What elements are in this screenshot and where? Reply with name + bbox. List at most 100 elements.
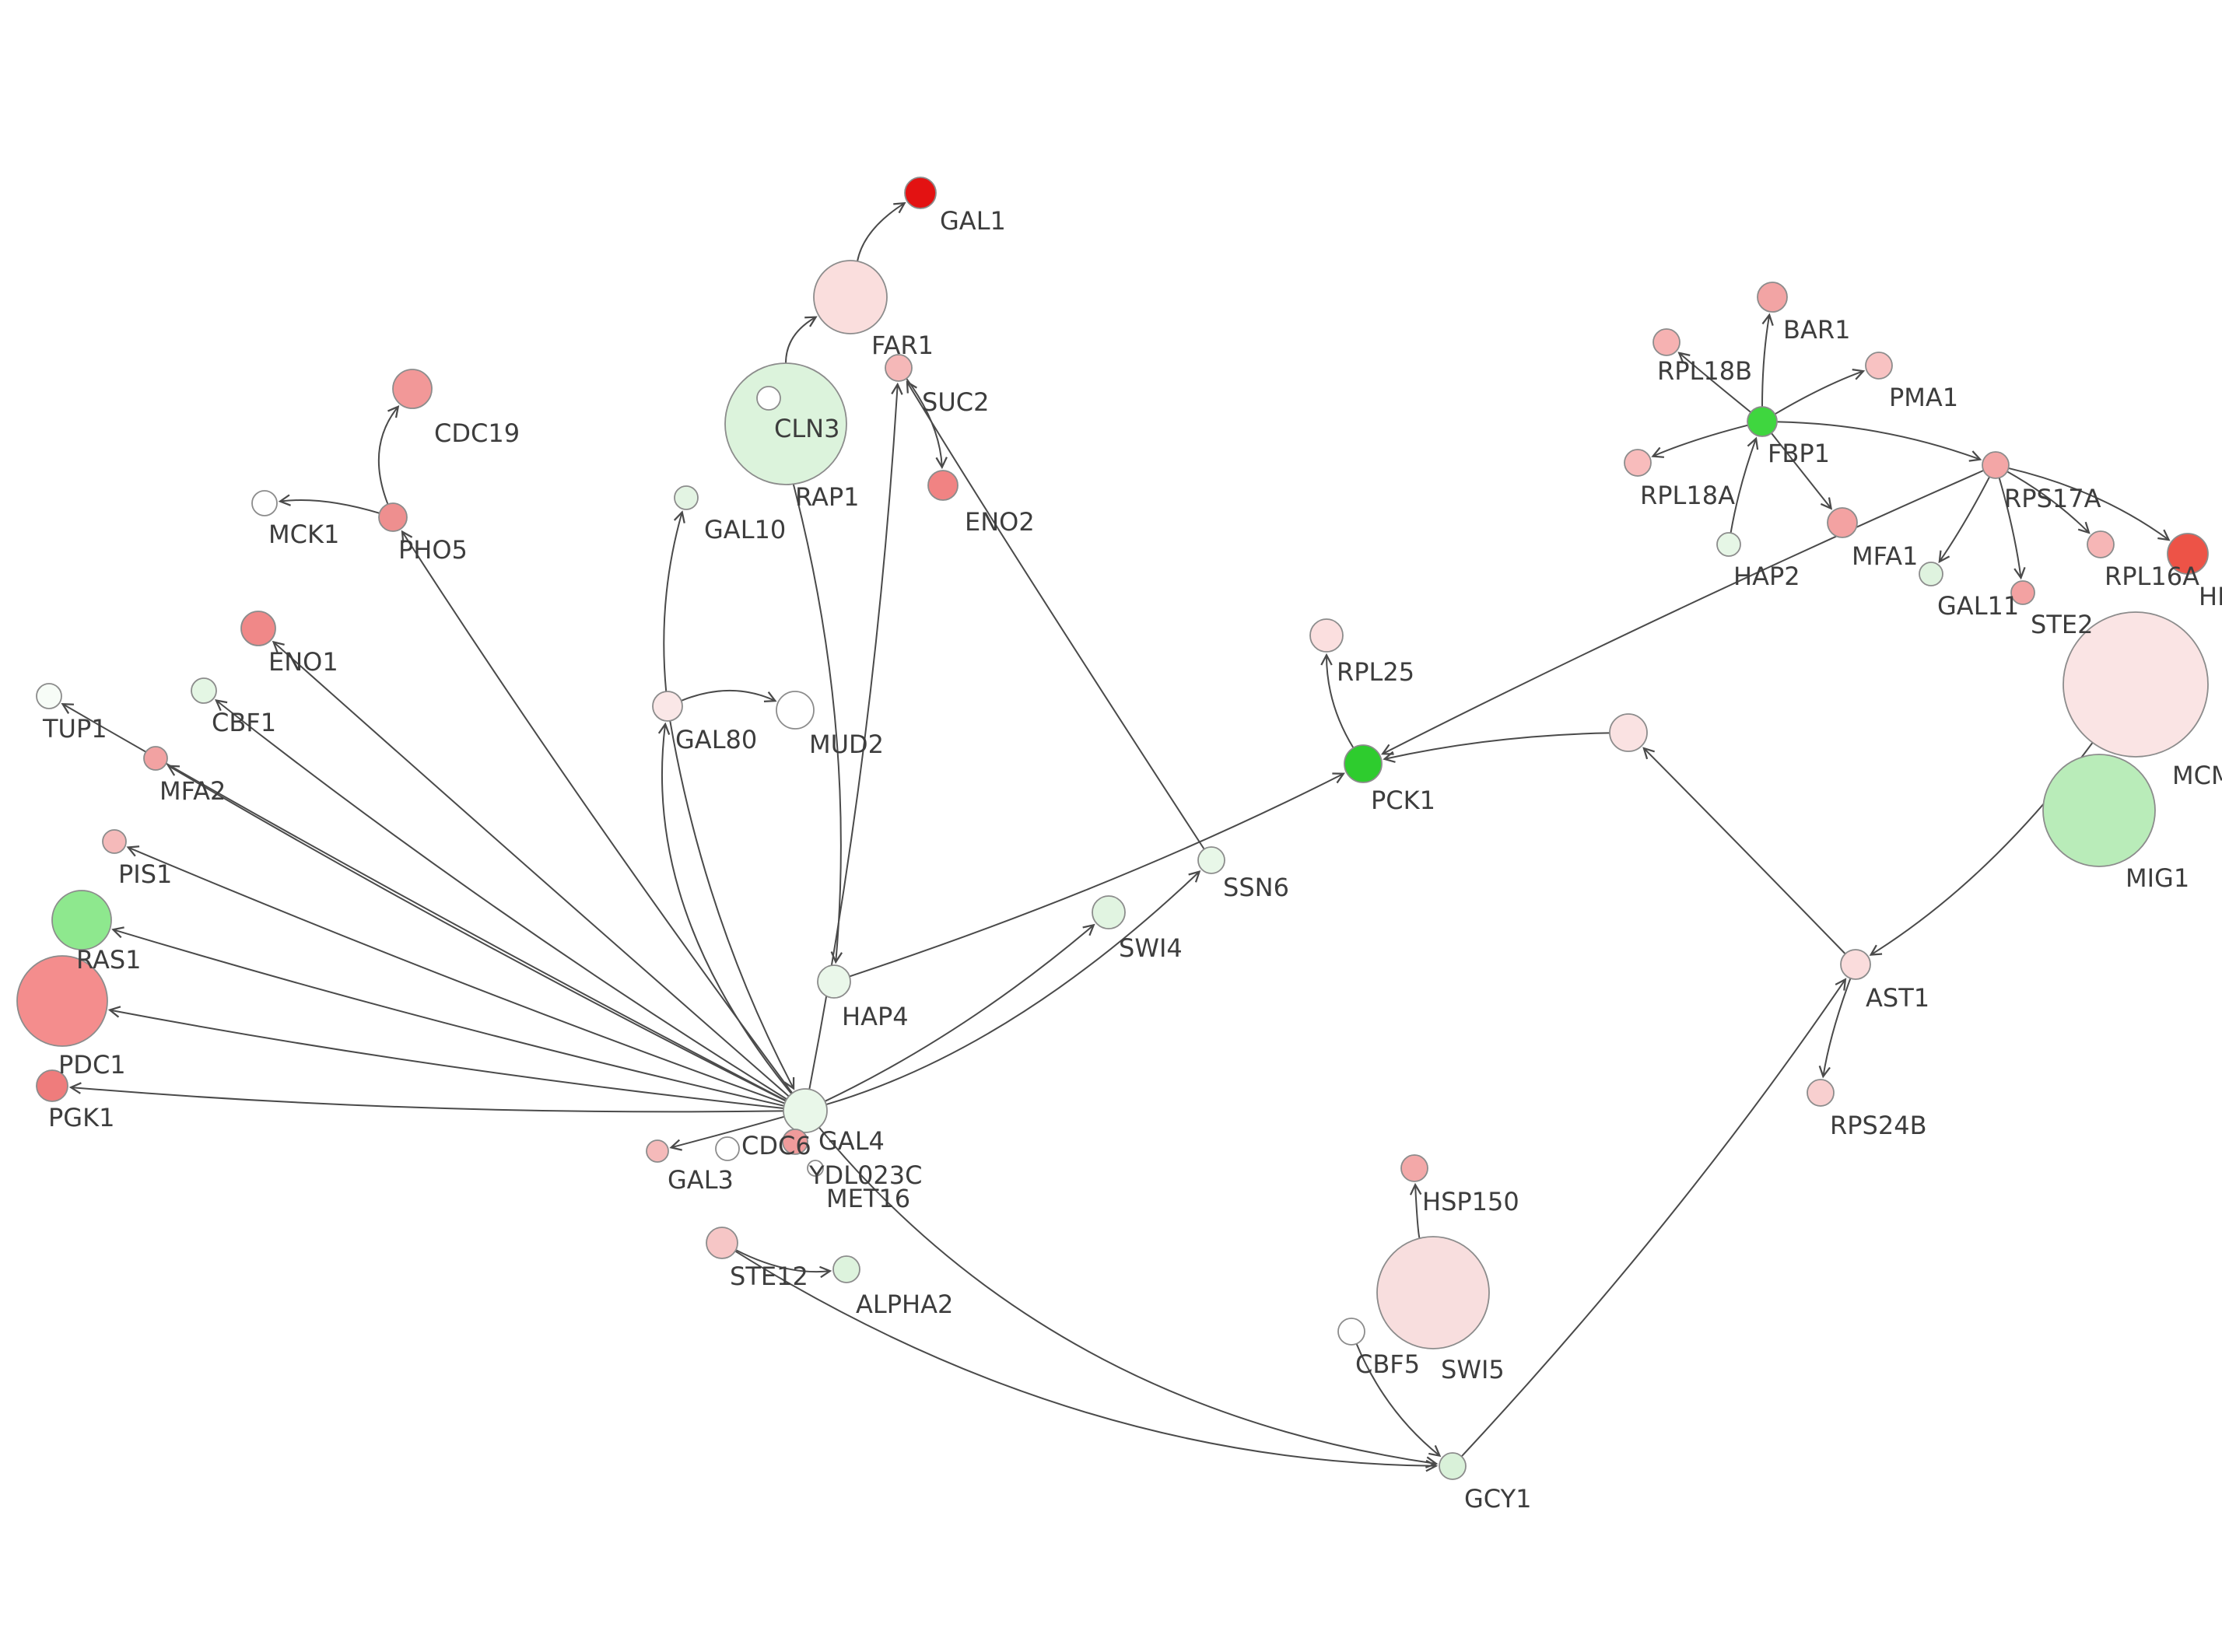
edge-GAL4-PDC1[interactable] bbox=[107, 1006, 784, 1109]
node-PMA1[interactable] bbox=[1865, 352, 1893, 380]
edge-GAL4-PIS1[interactable] bbox=[126, 845, 785, 1104]
edge-PHO5-MCK1[interactable] bbox=[278, 494, 380, 514]
node-SUC2[interactable] bbox=[885, 354, 913, 382]
edge-GAL4-SSN6[interactable] bbox=[825, 870, 1201, 1106]
node-MUD2[interactable] bbox=[776, 691, 815, 730]
edge-RPS17A-STE2[interactable] bbox=[1998, 478, 2026, 580]
edge-SUC2-ENO2[interactable] bbox=[906, 378, 948, 470]
node-GAL4[interactable] bbox=[783, 1088, 828, 1133]
node-RAS1[interactable] bbox=[51, 890, 112, 950]
node-HAP2[interactable] bbox=[1716, 532, 1741, 557]
node-CDC19[interactable] bbox=[392, 369, 433, 409]
node-MCK1[interactable] bbox=[251, 490, 278, 516]
edge-FBP1-RPL18A[interactable] bbox=[1651, 424, 1748, 458]
edge-GAL80-MUD2[interactable] bbox=[681, 689, 777, 703]
edge-AST1-RPS24B[interactable] bbox=[1818, 978, 1852, 1079]
node-FBP1[interactable] bbox=[1747, 406, 1778, 437]
edge-RPS17A-PCK1[interactable] bbox=[1381, 469, 1984, 755]
edge-RPS17A-HIS4[interactable] bbox=[2008, 467, 2171, 541]
node-PGK1[interactable] bbox=[36, 1069, 68, 1102]
node-HAP4[interactable] bbox=[817, 964, 851, 999]
node-STE2[interactable] bbox=[2010, 580, 2035, 605]
edge-GAL80-GAL4[interactable] bbox=[669, 720, 795, 1090]
node-MCM1[interactable] bbox=[2063, 611, 2209, 758]
edge-GAL4-PHO5[interactable] bbox=[401, 530, 794, 1094]
edge-FBP1-RPS17A[interactable] bbox=[1776, 421, 1982, 462]
node-SWI5[interactable] bbox=[1376, 1236, 1490, 1349]
node-ENO2[interactable] bbox=[927, 470, 959, 501]
node-RPL16A[interactable] bbox=[2087, 530, 2115, 558]
edge-GAL4-RAS1[interactable] bbox=[111, 926, 784, 1107]
edge-STE12-GCY1[interactable] bbox=[734, 1250, 1439, 1472]
edge-SWI5-HSP150[interactable] bbox=[1409, 1182, 1422, 1239]
edge-GAL4-ENO1[interactable] bbox=[272, 640, 790, 1097]
node-CBF1[interactable] bbox=[191, 677, 217, 704]
node-CLN3[interactable] bbox=[724, 362, 847, 485]
node-PDC1[interactable] bbox=[16, 955, 108, 1047]
node-ENO1[interactable] bbox=[240, 611, 276, 646]
edge-GAL80-GAL10[interactable] bbox=[663, 510, 685, 692]
node-MET16[interactable] bbox=[807, 1160, 824, 1177]
edge-GAL4-GAL3[interactable] bbox=[669, 1115, 785, 1151]
edge-FBP1-PMA1[interactable] bbox=[1774, 368, 1866, 415]
edge-RAP1-HAP4[interactable] bbox=[771, 409, 843, 964]
edge-FBP1-MFA1[interactable] bbox=[1771, 432, 1833, 510]
node-HSP150[interactable] bbox=[1400, 1154, 1428, 1182]
node-MFA1[interactable] bbox=[1827, 507, 1858, 538]
node-MFA2[interactable] bbox=[143, 746, 168, 771]
edge-FBP1-BAR1[interactable] bbox=[1761, 313, 1774, 408]
node-HIS4[interactable] bbox=[2167, 533, 2209, 575]
edge-NODE_A-PCK1[interactable] bbox=[1383, 732, 1610, 763]
node-RPL18A[interactable] bbox=[1624, 449, 1652, 477]
node-CBF5[interactable] bbox=[1337, 1318, 1365, 1346]
edge-GAL4-PGK1[interactable] bbox=[68, 1082, 784, 1113]
edge-HAP4-PCK1[interactable] bbox=[849, 772, 1345, 978]
edge-CBF5-GCY1[interactable] bbox=[1355, 1343, 1442, 1458]
node-YDL023C[interactable] bbox=[782, 1129, 808, 1155]
node-GAL3[interactable] bbox=[646, 1139, 669, 1163]
node-NODE_A[interactable] bbox=[1609, 713, 1648, 752]
node-GAL80[interactable] bbox=[652, 691, 683, 722]
node-GAL10[interactable] bbox=[674, 485, 699, 510]
node-GCY1[interactable] bbox=[1439, 1452, 1467, 1480]
node-RPS17A[interactable] bbox=[1982, 451, 2010, 479]
edge-FAR1-GAL1[interactable] bbox=[857, 201, 906, 262]
node-RPS24B[interactable] bbox=[1807, 1079, 1835, 1107]
edge-SSN6-SUC2[interactable] bbox=[906, 380, 1205, 850]
edge-GAL4-GAL80[interactable] bbox=[657, 722, 793, 1094]
node-STE12[interactable] bbox=[706, 1227, 738, 1259]
edge-PHO5-CDC19[interactable] bbox=[377, 404, 400, 505]
node-FAR1[interactable] bbox=[813, 260, 888, 334]
node-SSN6[interactable] bbox=[1197, 846, 1225, 874]
edge-GAL4-SWI4[interactable] bbox=[824, 923, 1095, 1102]
node-SWI4[interactable] bbox=[1092, 895, 1126, 929]
edge-RPS17A-GAL11[interactable] bbox=[1938, 476, 1991, 564]
node-RPL18B[interactable] bbox=[1652, 328, 1681, 356]
node-ALPHA2[interactable] bbox=[832, 1255, 860, 1283]
edge-GCY1-AST1[interactable] bbox=[1460, 978, 1847, 1458]
edge-PCK1-RPL25[interactable] bbox=[1320, 653, 1355, 749]
edge-GAL4-MFA2[interactable] bbox=[166, 765, 787, 1102]
edge-FBP1-RPL18B[interactable] bbox=[1677, 352, 1751, 413]
edge-CLN3-FAR1[interactable] bbox=[785, 316, 818, 364]
edge-RPS17A-RPL16A[interactable] bbox=[2006, 471, 2091, 534]
edge-GAL4-GCY1[interactable] bbox=[818, 1126, 1439, 1468]
node-MIG1[interactable] bbox=[2042, 754, 2156, 867]
node-RAP1[interactable] bbox=[756, 386, 781, 411]
edge-STE12-ALPHA2[interactable] bbox=[735, 1249, 832, 1279]
node-PHO5[interactable] bbox=[378, 502, 408, 532]
node-GAL1[interactable] bbox=[904, 177, 937, 209]
edge-GAL4-CBF1[interactable] bbox=[215, 699, 787, 1101]
node-BAR1[interactable] bbox=[1757, 282, 1788, 313]
edge-AST1-NODE_A[interactable] bbox=[1642, 747, 1846, 955]
node-AST1[interactable] bbox=[1840, 949, 1871, 980]
node-CDC6[interactable] bbox=[715, 1136, 740, 1161]
node-PCK1[interactable] bbox=[1344, 744, 1383, 783]
node-GAL11[interactable] bbox=[1919, 562, 1943, 586]
edge-HAP2-FBP1[interactable] bbox=[1730, 436, 1759, 534]
node-TUP1[interactable] bbox=[36, 683, 62, 709]
node-RPL25[interactable] bbox=[1309, 618, 1344, 653]
node-PIS1[interactable] bbox=[102, 829, 127, 854]
